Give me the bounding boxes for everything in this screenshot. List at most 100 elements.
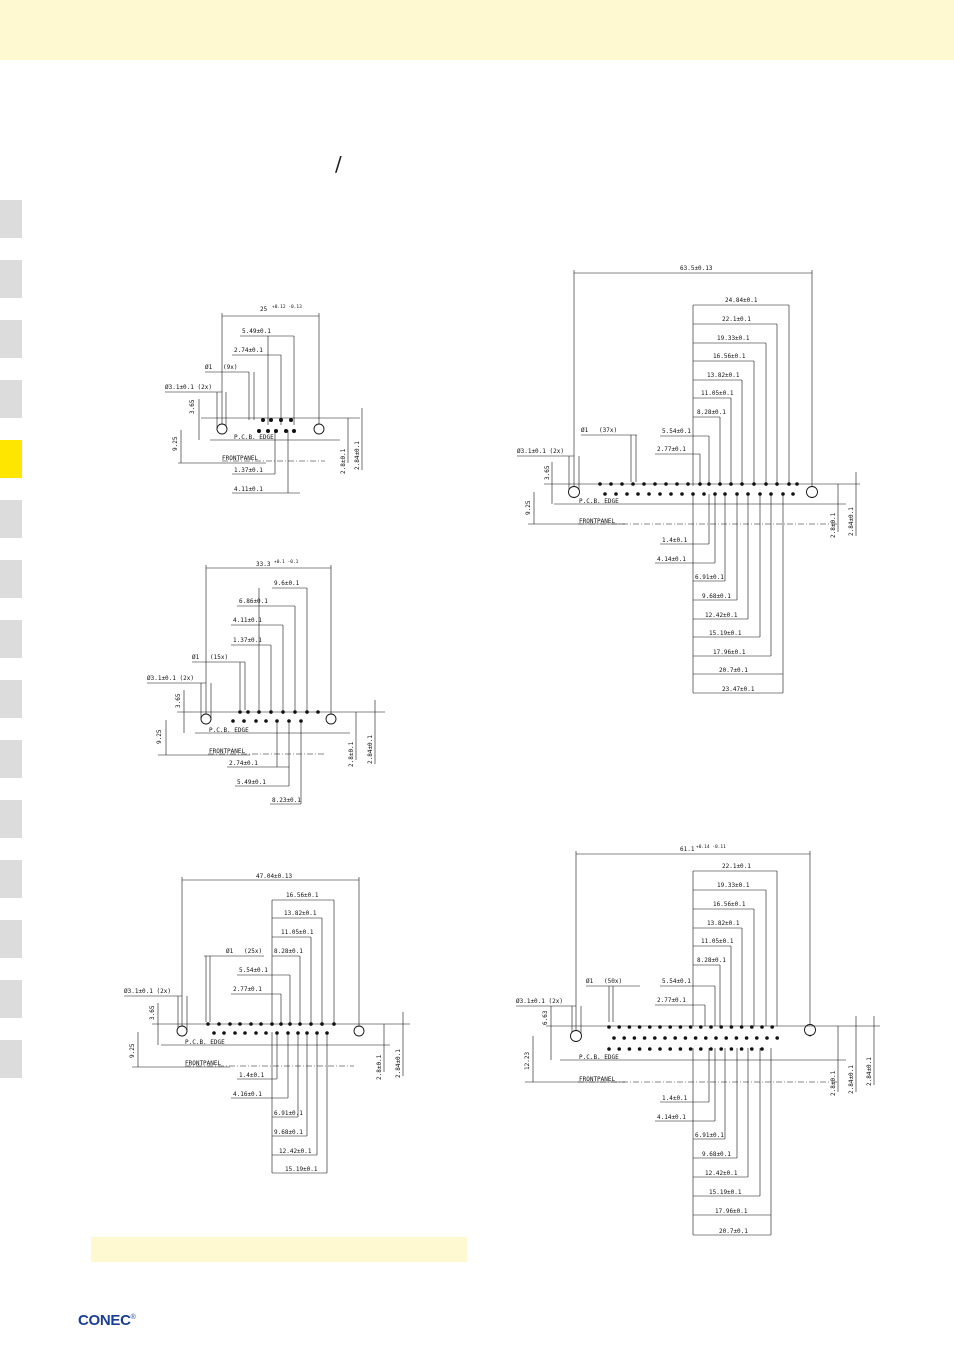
pin-diameter: Ø1 [192, 654, 200, 661]
pin [739, 1025, 744, 1029]
pin [663, 1036, 667, 1040]
frontpanel-label: FRONTPANEL [579, 518, 616, 525]
frontpanel-label: FRONTPANEL [185, 1060, 222, 1067]
pcb-edge-label: P.C.B. EDGE [234, 434, 274, 441]
pin-diameter: Ø1 [586, 978, 594, 985]
dim-bottom: 2.74±0.1 [229, 760, 258, 767]
pin [714, 1036, 718, 1040]
pin [775, 1036, 779, 1040]
pin [658, 1047, 662, 1051]
dim-top: 2.74±0.1 [234, 347, 263, 354]
dim-284: 2.84±0.1 [848, 507, 855, 536]
dim-bottom: 17.96±0.1 [713, 649, 746, 656]
dim-365: 3.65 [544, 465, 551, 480]
dim-top: 13.82±0.1 [707, 372, 740, 379]
pin [612, 1036, 616, 1040]
pin-count: (9x) [223, 364, 237, 371]
drawing-50-pin: 61.1 +0.14 -0.11 22.1±0.1 19.33±0.1 16.5… [516, 844, 880, 1236]
pin [688, 1025, 693, 1029]
dim-overall: 47.04±0.13 [256, 873, 293, 880]
dim-bottom: 9.68±0.1 [274, 1129, 303, 1136]
pin [709, 1025, 713, 1029]
pin-count: (50x) [604, 978, 622, 985]
pin [709, 1047, 713, 1051]
pin [760, 1025, 764, 1029]
pin [760, 1047, 764, 1051]
dim-top: 9.6±0.1 [274, 580, 300, 587]
pin [648, 1025, 652, 1029]
mount-hole: Ø3.1±0.1 (2x) [516, 998, 563, 1005]
dim-bottom: 6.91±0.1 [695, 1132, 724, 1139]
side-tab[interactable] [0, 800, 22, 838]
dim-top: 22.1±0.1 [722, 863, 751, 870]
dim-bottom: 9.68±0.1 [702, 1151, 731, 1158]
dim-bottom: 12.42±0.1 [279, 1148, 312, 1155]
dim-925: 9.25 [156, 729, 163, 744]
header-separator: / [335, 152, 342, 176]
dim-top: 5.54±0.1 [662, 428, 691, 435]
dim-bottom: 15.19±0.1 [285, 1166, 318, 1173]
dim-top: 5.54±0.1 [662, 978, 691, 985]
side-tab[interactable] [0, 860, 22, 898]
side-tab[interactable] [0, 1040, 22, 1078]
dim-top: 5.54±0.1 [239, 967, 268, 974]
dim-top: 19.33±0.1 [717, 882, 750, 889]
pin-diameter: Ø1 [226, 948, 234, 955]
pcb-edge-label: P.C.B. EDGE [185, 1039, 225, 1046]
side-tab[interactable] [0, 500, 22, 538]
side-tab[interactable] [0, 320, 22, 358]
dim-bottom: 1.4±0.1 [239, 1072, 265, 1079]
side-tab[interactable] [0, 440, 22, 478]
dim-top: 11.05±0.1 [701, 938, 734, 945]
side-tab[interactable] [0, 620, 22, 658]
dim-365: 3.65 [175, 693, 182, 708]
pin [765, 1036, 769, 1040]
dim-top: 8.28±0.1 [697, 409, 726, 416]
pin [704, 1036, 708, 1040]
logo-text: CONEC [78, 1312, 131, 1329]
pin [729, 1025, 734, 1029]
side-tab[interactable] [0, 980, 22, 1018]
dim-365: 3.65 [149, 1005, 156, 1020]
pin [668, 1047, 672, 1051]
dim-284: 2.84±0.1 [848, 1065, 855, 1094]
dim-overall: 61.1 [680, 846, 695, 853]
pin [750, 1047, 754, 1051]
pin [622, 1036, 626, 1040]
side-tab[interactable] [0, 200, 22, 238]
pcb-edge-label: P.C.B. EDGE [579, 498, 619, 505]
side-tab[interactable] [0, 740, 22, 778]
dim-bottom: 20.7±0.1 [719, 1228, 748, 1235]
dim-top: 13.82±0.1 [284, 910, 317, 917]
pins [231, 710, 320, 723]
side-tab[interactable] [0, 680, 22, 718]
pin-count: (37x) [599, 427, 617, 434]
dim-overall-tol: +0.1 -0.1 [274, 559, 299, 565]
pins [206, 1022, 336, 1035]
pin-count: (25x) [244, 948, 262, 955]
conec-logo: CONEC® [78, 1312, 136, 1329]
pcb-edge-label: P.C.B. EDGE [579, 1054, 619, 1061]
pin [607, 1025, 611, 1029]
dim-bottom: 20.7±0.1 [719, 667, 748, 674]
dim-bottom: 1.4±0.1 [662, 1095, 688, 1102]
pin-diameter: Ø1 [581, 427, 589, 434]
pin [755, 1036, 759, 1040]
dim-top: 16.56±0.1 [713, 353, 746, 360]
dim-1223: 12.23 [524, 1052, 531, 1070]
side-tab[interactable] [0, 380, 22, 418]
mount-hole: Ø3.1±0.1 (2x) [165, 384, 212, 391]
dim-bottom: 6.91±0.1 [695, 574, 724, 581]
dim-28: 2.8±0.1 [830, 1070, 837, 1096]
dim-top: 13.82±0.1 [707, 920, 740, 927]
side-tab[interactable] [0, 920, 22, 958]
dim-bottom: 15.19±0.1 [709, 1189, 742, 1196]
dim-284: 2.84±0.1 [367, 735, 374, 764]
side-tab[interactable] [0, 260, 22, 298]
side-tab[interactable] [0, 560, 22, 598]
mount-hole: Ø3.1±0.1 (2x) [517, 448, 564, 455]
dim-top: 22.1±0.1 [722, 316, 751, 323]
dim-bottom: 1.4±0.1 [662, 537, 688, 544]
pins [598, 482, 799, 496]
